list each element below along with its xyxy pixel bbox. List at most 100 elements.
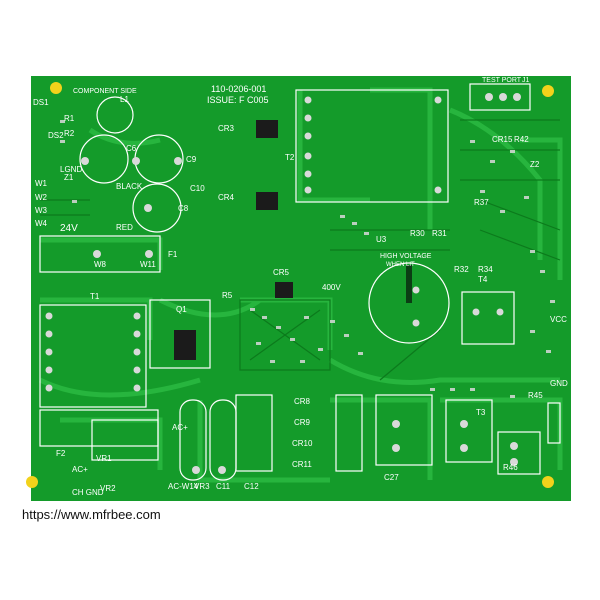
w1-label: W1 xyxy=(35,179,48,188)
c27-label: C27 xyxy=(384,473,399,482)
r2-label: R2 xyxy=(64,129,75,138)
r42-label: R42 xyxy=(514,135,529,144)
vr2-label: VR2 xyxy=(100,484,116,493)
vcc-label: VCC xyxy=(550,315,567,324)
capacitor-c8-outline xyxy=(132,183,182,233)
q1-outline xyxy=(149,299,211,369)
r30-label: R30 xyxy=(410,229,425,238)
cr11-label: CR11 xyxy=(292,460,312,469)
lgnd-label: LGND xyxy=(60,165,82,174)
smd-components xyxy=(60,120,555,398)
r1-label: R1 xyxy=(64,114,75,123)
r34-label: R34 xyxy=(478,265,493,274)
red-label: RED xyxy=(116,223,133,232)
t4-outline xyxy=(461,291,515,345)
gnd-label: GND xyxy=(550,379,568,388)
c6-label: C6 xyxy=(126,144,137,153)
ac-plus-label-2: AC+ xyxy=(72,465,88,474)
c9-label: C9 xyxy=(186,155,197,164)
w3-label: W3 xyxy=(35,206,48,215)
fuse-f1-outline xyxy=(39,235,161,273)
transformer-t1-outline xyxy=(39,304,147,408)
cr9-label: CR9 xyxy=(294,418,311,427)
z2-label: Z2 xyxy=(530,160,540,169)
cr3-label: CR3 xyxy=(218,124,235,133)
warning-label: WHEN LIT xyxy=(386,262,415,268)
q1-label: Q1 xyxy=(176,305,187,314)
r5-label: R5 xyxy=(222,291,233,300)
w11-label: W11 xyxy=(140,260,156,269)
cr5-label: CR5 xyxy=(273,268,290,277)
test-port-j1-outline xyxy=(469,83,531,111)
w4-label: W4 xyxy=(35,219,48,228)
mounting-hole-top-left xyxy=(50,82,62,94)
vr3-label: VR3 xyxy=(194,482,210,491)
mounting-hole-bottom-right xyxy=(542,476,554,488)
inductor-core xyxy=(406,265,412,303)
inductor-outline xyxy=(368,262,450,344)
cr5-chip xyxy=(275,282,293,298)
l1-label: L1 xyxy=(120,95,129,104)
f2-label: F2 xyxy=(56,449,66,458)
cr10-label: CR10 xyxy=(292,439,313,448)
t1-label: T1 xyxy=(90,292,100,301)
mounting-hole-bottom-left xyxy=(26,476,38,488)
vr1-outline xyxy=(91,419,159,461)
f1-label: F1 xyxy=(168,250,178,259)
voltage-400-label: 400V xyxy=(322,283,341,292)
t3-label: T3 xyxy=(476,408,486,417)
transformer-t2-outline xyxy=(295,89,449,203)
vr-outline xyxy=(179,399,207,481)
solder-pads xyxy=(45,93,521,474)
ac-w14-label: AC-W14 xyxy=(168,482,199,491)
mounting-holes xyxy=(26,82,554,488)
vr1-label: VR1 xyxy=(96,454,112,463)
u3-label: U3 xyxy=(376,235,387,244)
watermark-caption: https://www.mfrbee.com xyxy=(22,507,161,522)
r46-label: R46 xyxy=(503,463,518,472)
r46-outline xyxy=(497,431,541,475)
ic-chips xyxy=(174,120,293,360)
mounting-hole-top-right xyxy=(542,85,554,97)
silkscreen-outlines xyxy=(39,83,561,481)
t3-outline xyxy=(445,399,493,463)
side-label: COMPONENT SIDE xyxy=(73,88,137,95)
ds1-label: DS1 xyxy=(33,98,49,107)
r37-label: R37 xyxy=(474,198,489,207)
inductor-l1-outline xyxy=(96,96,134,134)
c12-label: C12 xyxy=(244,482,259,491)
silkscreen-text: 110-0206-001 ISSUE: F C005 COMPONENT SID… xyxy=(33,77,568,497)
j1-label: J1 xyxy=(522,77,530,84)
r45-label: R45 xyxy=(528,391,543,400)
cr4-label: CR4 xyxy=(218,193,235,202)
z1-label: Z1 xyxy=(64,173,74,182)
t2-label: T2 xyxy=(285,153,295,162)
ds2-label: DS2 xyxy=(48,131,64,140)
r32-label: R32 xyxy=(454,265,469,274)
test-port-label: TEST PORT xyxy=(482,77,522,84)
q1-chip xyxy=(174,330,196,360)
c49-outline xyxy=(547,402,561,444)
high-voltage-label: HIGH VOLTAGE xyxy=(380,253,432,260)
issue-label: ISSUE: F C005 xyxy=(207,95,269,105)
vr3-outline xyxy=(209,399,237,481)
c27-outline xyxy=(375,394,433,466)
cr8-label: CR8 xyxy=(294,397,311,406)
w2-label: W2 xyxy=(35,193,48,202)
black-label: BLACK xyxy=(116,182,143,191)
c8-label: C8 xyxy=(178,204,189,213)
capacitor-c6-outline xyxy=(79,134,129,184)
cr3-chip xyxy=(256,120,278,138)
voltage-24-label: 24V xyxy=(60,223,78,234)
cr15-label: CR15 xyxy=(492,135,513,144)
cr11-outline xyxy=(335,394,363,472)
t4-label: T4 xyxy=(478,275,488,284)
ch-gnd-label: CH GND xyxy=(72,488,104,497)
cr4-chip xyxy=(256,192,278,210)
c11-label: C11 xyxy=(216,482,231,491)
r31-label: R31 xyxy=(432,229,447,238)
part-number: 110-0206-001 xyxy=(211,84,266,94)
ac-plus-label: AC+ xyxy=(172,423,188,432)
